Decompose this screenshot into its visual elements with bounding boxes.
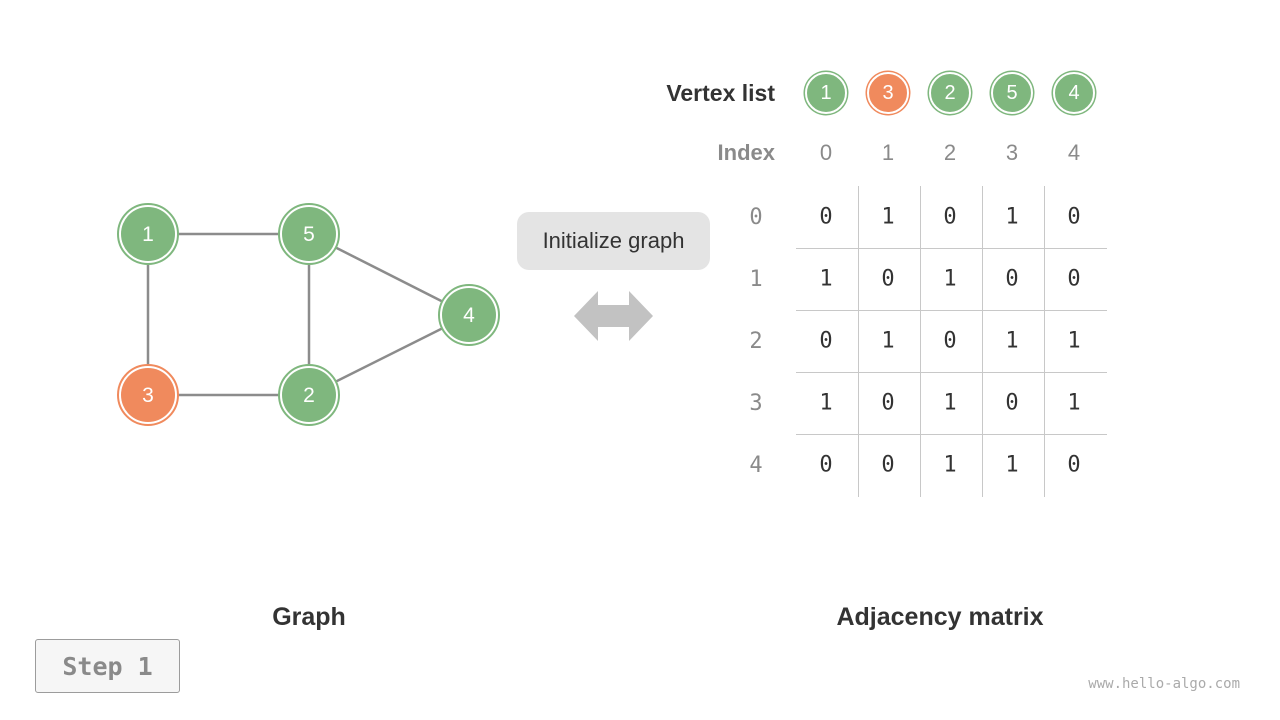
matrix-cell: 0 xyxy=(819,328,833,354)
graph-node-4: 4 xyxy=(438,284,500,346)
row-index: 0 xyxy=(749,205,763,230)
matrix-cell: 0 xyxy=(1005,390,1019,416)
matrix-cell: 1 xyxy=(819,266,833,292)
double-arrow-icon xyxy=(574,291,653,341)
matrix-caption: Adjacency matrix xyxy=(836,603,1044,631)
matrix-cell: 0 xyxy=(881,390,895,416)
graph-node-2: 2 xyxy=(278,364,340,426)
row-index: 3 xyxy=(749,391,763,416)
operation-label: Initialize graph xyxy=(517,212,710,270)
vertex-list-item-1: 3 xyxy=(867,72,909,114)
vertex-list-item-3: 5 xyxy=(991,72,1033,114)
graph-node-label: 5 xyxy=(303,223,315,246)
column-index: 3 xyxy=(1005,140,1019,165)
graph-caption: Graph xyxy=(272,603,346,631)
row-index: 2 xyxy=(749,329,763,354)
graph-node-3: 3 xyxy=(117,364,179,426)
matrix-cell: 0 xyxy=(1067,204,1081,230)
footer-url: www.hello-algo.com xyxy=(1088,676,1240,692)
index-label: Index xyxy=(717,140,775,165)
graph-node-label: 2 xyxy=(303,384,315,407)
matrix-cell: 1 xyxy=(881,328,895,354)
row-index: 4 xyxy=(749,453,763,478)
matrix-cell: 1 xyxy=(1067,328,1081,354)
vertex-list-item-0: 1 xyxy=(805,72,847,114)
step-indicator: Step 1 xyxy=(35,639,180,693)
row-index: 1 xyxy=(749,267,763,292)
matrix-cell: 1 xyxy=(881,204,895,230)
matrix-cell: 0 xyxy=(943,204,957,230)
column-index: 4 xyxy=(1067,140,1081,165)
graph-node-5: 5 xyxy=(278,203,340,265)
matrix-cell: 1 xyxy=(1005,452,1019,478)
matrix-cell: 0 xyxy=(819,452,833,478)
matrix-cell: 0 xyxy=(881,266,895,292)
vertex-list-item-4: 4 xyxy=(1053,72,1095,114)
vertex-list-label: Vertex list xyxy=(666,80,775,106)
matrix-cell: 1 xyxy=(1005,328,1019,354)
vertex-list-item-2: 2 xyxy=(929,72,971,114)
column-index: 2 xyxy=(943,140,957,165)
matrix-cell: 0 xyxy=(881,452,895,478)
matrix-cell: 0 xyxy=(943,328,957,354)
matrix-cell: 0 xyxy=(1005,266,1019,292)
matrix-cell: 0 xyxy=(1067,452,1081,478)
graph-node-1: 1 xyxy=(117,203,179,265)
matrix-cell: 0 xyxy=(1067,266,1081,292)
matrix-cell: 1 xyxy=(819,390,833,416)
matrix-cell: 1 xyxy=(943,452,957,478)
graph-node-label: 4 xyxy=(463,304,475,327)
matrix-cell: 1 xyxy=(1005,204,1019,230)
graph-node-label: 1 xyxy=(142,223,154,246)
column-index: 0 xyxy=(819,140,833,165)
matrix-cell: 1 xyxy=(943,266,957,292)
matrix-cell: 0 xyxy=(819,204,833,230)
column-index: 1 xyxy=(881,140,895,165)
matrix-cell: 1 xyxy=(1067,390,1081,416)
graph-nodes: 1 5 4 3 2 xyxy=(117,203,500,426)
graph-node-label: 3 xyxy=(142,384,154,407)
matrix-cell: 1 xyxy=(943,390,957,416)
